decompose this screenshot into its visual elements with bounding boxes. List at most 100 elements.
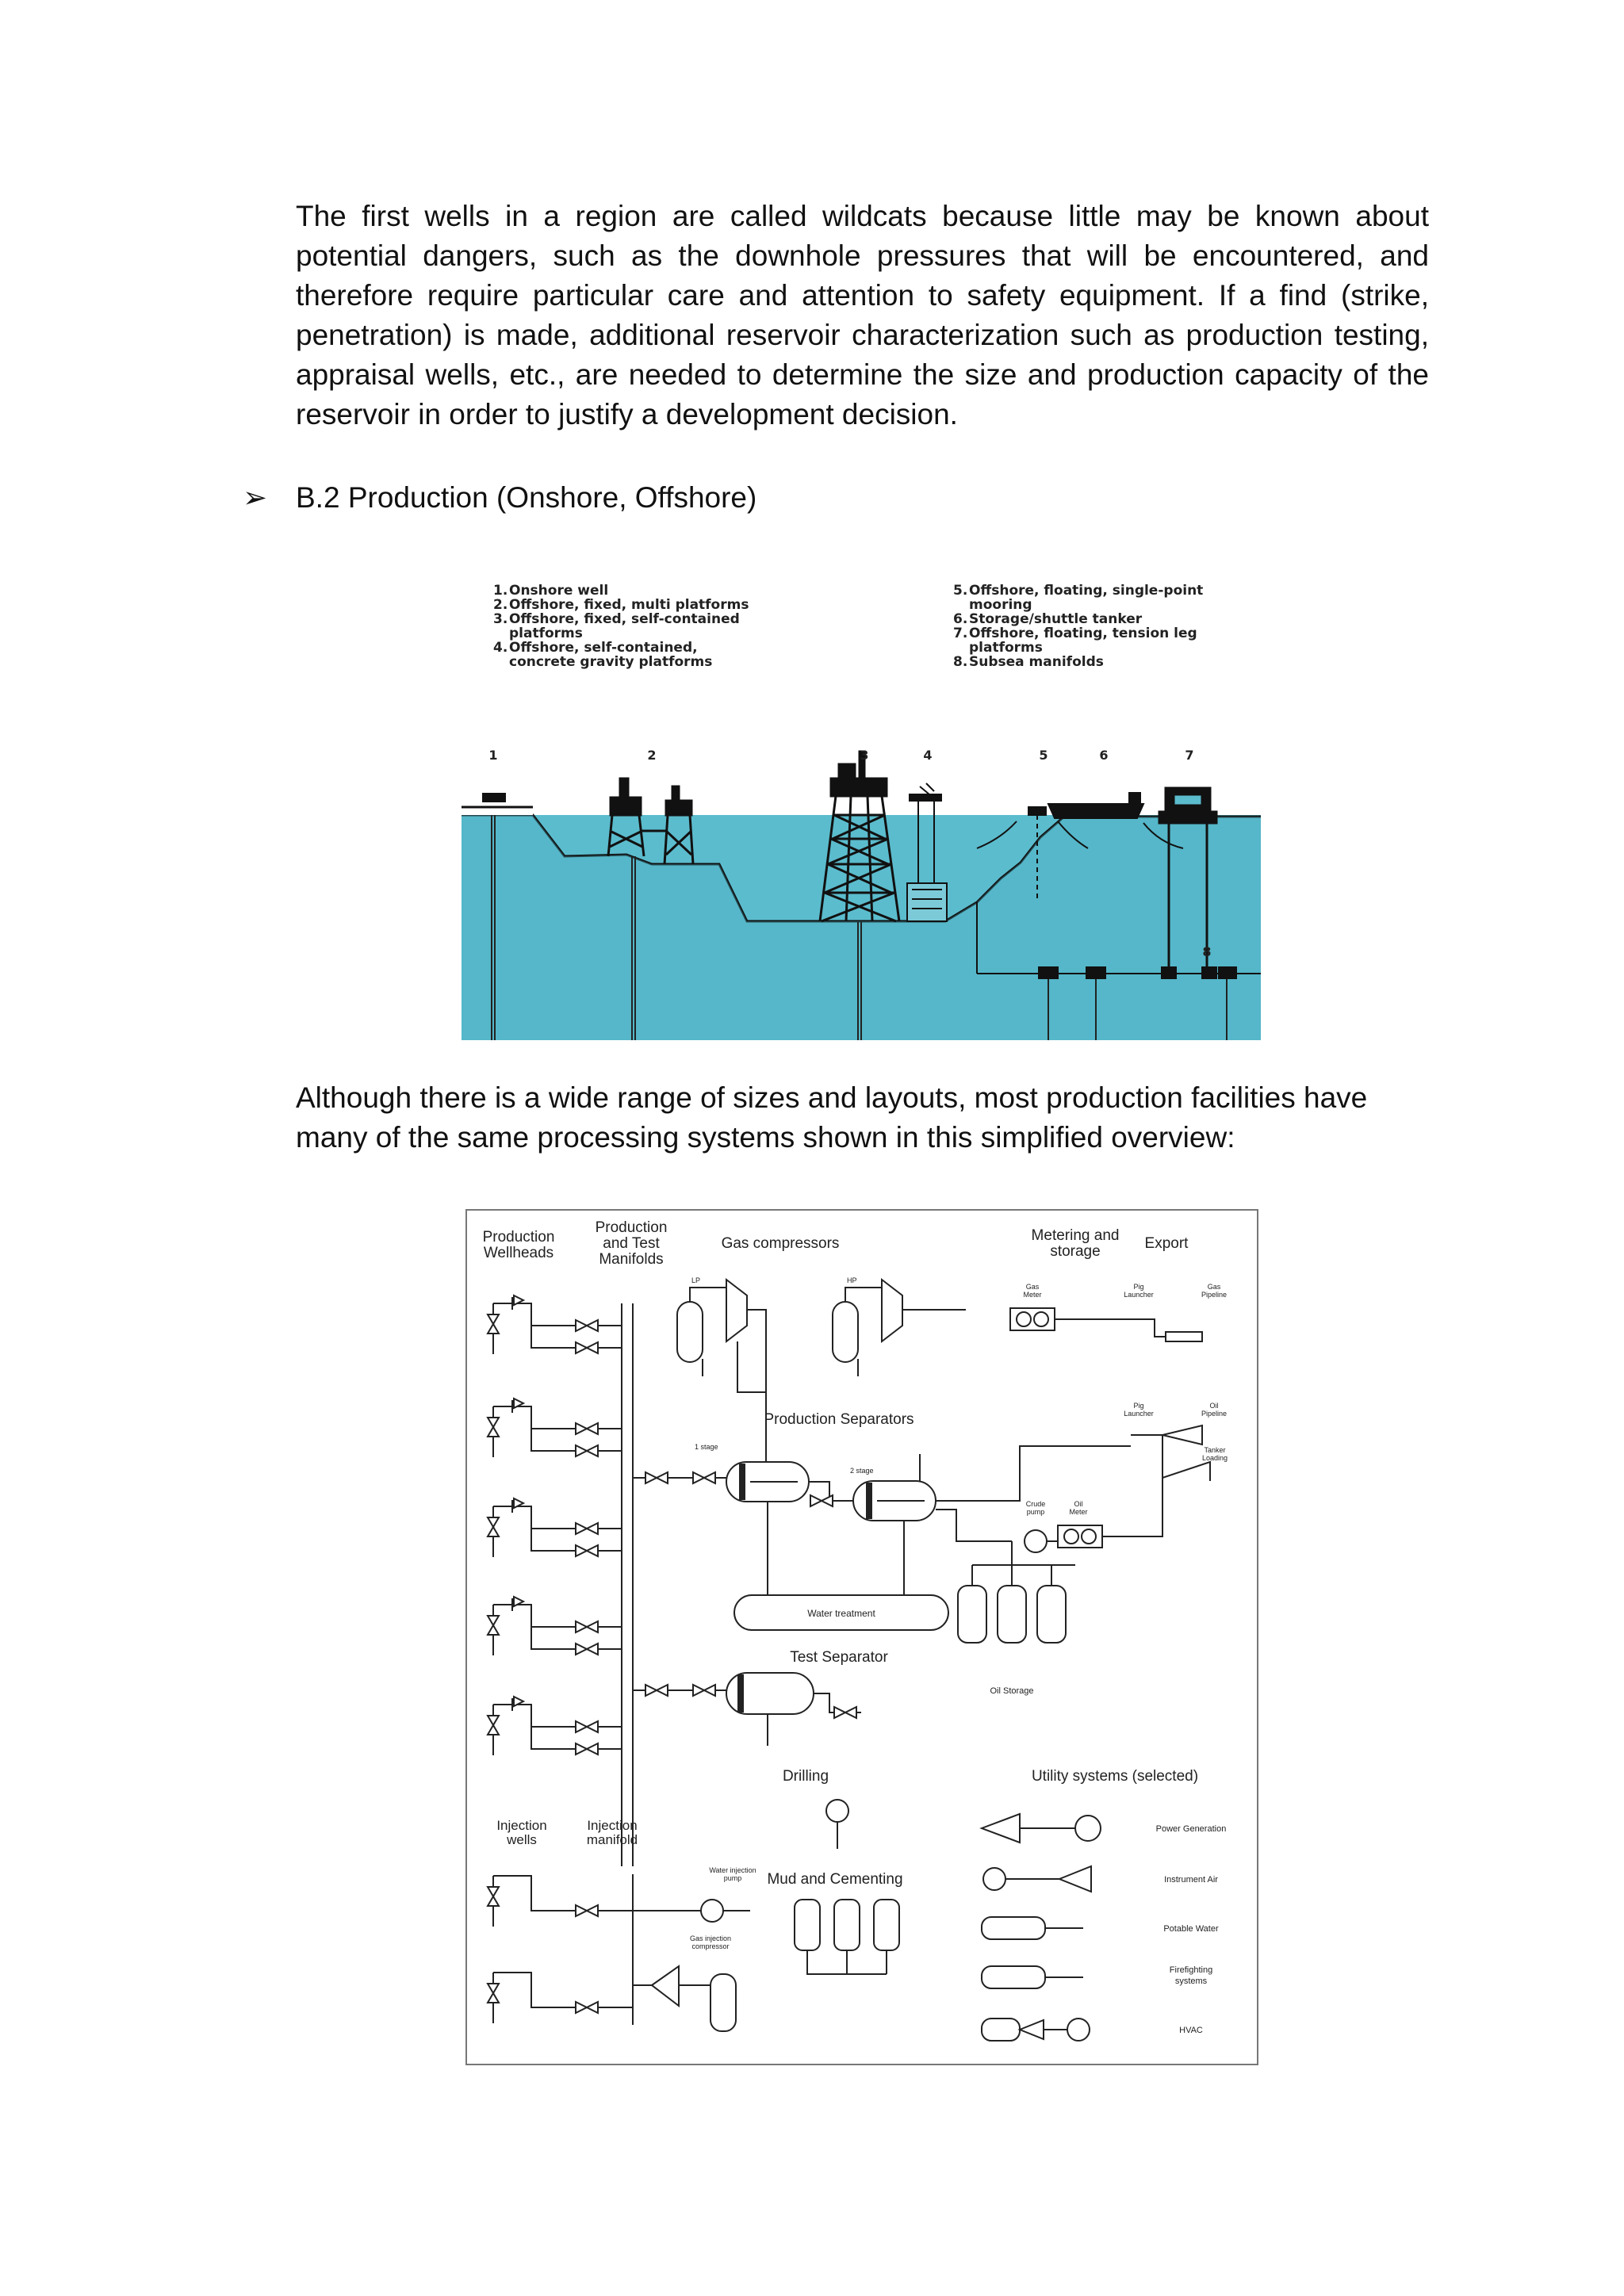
water-treatment: Water treatment [733,1557,949,1631]
header-export: Export [1145,1235,1189,1252]
intro-paragraph: The first wells in a region are called w… [296,200,1429,430]
stage-2-label: 2 stage [850,1467,874,1475]
wellhead [486,1695,622,1756]
legend-number: 3. [493,611,508,627]
legend-number: 6. [953,611,967,627]
legend-item: Offshore, self-contained, [509,640,698,656]
legend-item: Offshore, fixed, self-contained [509,611,740,627]
onshore-well [482,793,506,804]
platform-number-2: 2 [647,748,656,763]
wellhead [486,1397,622,1458]
utility-label: Power Generation [1156,1824,1227,1834]
legend-item: platforms [509,626,583,641]
legend-item: concrete gravity platforms [509,654,712,670]
manifold-headers [621,1303,680,1866]
production-wells [486,1294,622,1756]
wellhead [486,1497,622,1558]
legend-number: 1. [493,583,508,599]
platform-number-6: 6 [1099,748,1108,763]
platform-number-4: 4 [923,748,932,763]
header-gas-compressors: Gas compressors [722,1235,840,1252]
wellhead [486,1595,622,1656]
platform-number-7: 7 [1185,748,1193,763]
legend-number: 2. [493,597,508,613]
utility-label: Potable Water [1163,1924,1219,1934]
mud-cementing-label: Mud and Cementing [767,1871,902,1888]
legend-number: 5. [953,583,967,599]
test-separator-label: Test Separator [790,1649,888,1666]
legend-item: Subsea manifolds [969,654,1104,670]
utility-symbols [979,1812,1101,2042]
hp-label: HP [847,1276,857,1284]
tension-leg-platform [1158,786,1218,975]
platform-number-1: 1 [488,748,497,763]
injection-wellhead [486,1972,633,2023]
utility-label: Instrument Air [1164,1875,1218,1885]
legend-item: Storage/shuttle tanker [969,611,1143,627]
injection-wellhead [486,1875,633,1927]
legend-item: Offshore, fixed, multi platforms [509,597,749,613]
test-separator [680,1672,861,1746]
legend-item: Onshore well [509,583,608,599]
legend-item: Offshore, floating, single-point [969,583,1203,599]
platform-number-labels: 1 2 3 4 5 6 7 8 [488,748,1211,959]
bullet-arrow-icon: ➢ [243,481,268,514]
diagram-frame [465,1209,1258,2065]
legend-item: mooring [969,597,1032,613]
utility-systems-label: Utility systems (selected) [1032,1768,1198,1785]
gas-compressors: LP HP [676,1276,966,1406]
svg-text:Water treatment: Water treatment [807,1608,875,1619]
platform-number-8: 8 [1202,944,1211,959]
production-separators [680,1406,1131,1557]
legend-item: platforms [969,640,1043,656]
stage-1-label: 1 stage [695,1443,718,1451]
utility-label: HVAC [1179,2026,1203,2035]
injection-wells [486,1874,701,2025]
svg-text:Oil Storage: Oil Storage [990,1686,1033,1696]
legend-number: 7. [953,626,967,641]
jacket-platform [818,750,901,923]
mud-and-cementing-tanks [794,1899,900,1975]
platform-number-5: 5 [1039,748,1048,763]
wellhead [486,1294,622,1355]
legend-item: Offshore, floating, tension leg [969,626,1197,641]
lp-label: LP [691,1276,700,1284]
multi-platforms [607,777,695,865]
overview-paragraph: Although there is a wide range of sizes … [296,1081,1368,1154]
drilling-label: Drilling [783,1768,829,1785]
subsea-manifolds [976,902,1261,979]
platform-number-3: 3 [860,748,868,763]
drilling-symbol [825,1799,849,1849]
production-separators-label: Production Separators [764,1411,914,1428]
section-heading-production: B.2 Production (Onshore, Offshore) [296,481,757,514]
legend-number: 4. [493,640,508,656]
gravity-platform [906,783,948,922]
legend-number: 8. [953,654,967,670]
oil-storage: Oil Storage [957,1541,1075,1696]
spm-and-tanker [976,792,1184,902]
